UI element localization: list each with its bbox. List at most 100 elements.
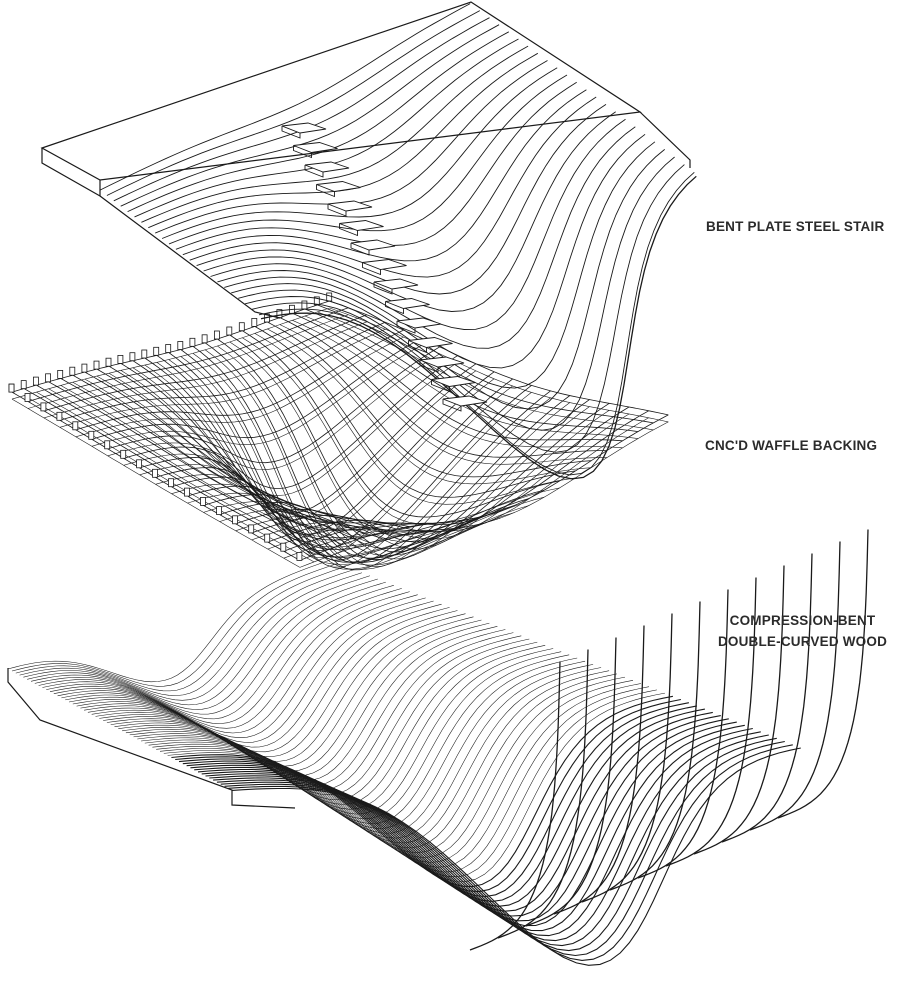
label-cnc-waffle-backing: CNC'D WAFFLE BACKING: [705, 438, 878, 453]
stair-tread: [327, 200, 373, 212]
waffle-rib-u: [317, 304, 654, 424]
waffle-rib-v-depth: [171, 385, 513, 558]
wood-strip: [65, 607, 450, 753]
waffle-rib-v: [107, 346, 441, 464]
waffle-tooth: [264, 533, 271, 543]
stair-plate-line: [175, 81, 577, 250]
wood-strip: [38, 585, 394, 720]
waffle-rib-v-depth: [59, 329, 386, 428]
stair-plate-line: [141, 45, 529, 223]
wood-strip: [72, 613, 466, 762]
stair-tread: [339, 220, 384, 231]
wood-loose-strip: [637, 589, 729, 879]
waffle-rib-v-depth: [219, 402, 571, 568]
stair-tread: [304, 161, 350, 173]
waffle-rib-v: [59, 321, 386, 421]
waffle-rib-v-depth: [123, 362, 458, 496]
label-wood-line-1: COMPRESSION-BENT: [729, 613, 876, 628]
wood-strip: [91, 629, 506, 786]
stair-plate-line: [120, 24, 500, 207]
steel-stair-layer: [40, 1, 697, 480]
label-compression-bent-wood: COMPRESSION-BENT DOUBLE-CURVED WOOD: [700, 610, 905, 652]
wood-loose-strip: [777, 529, 869, 819]
waffle-tooth: [313, 296, 320, 306]
waffle-tooth: [45, 373, 51, 383]
stair-plate-line: [196, 104, 607, 295]
waffle-tooth: [232, 515, 239, 525]
wood-strip: [15, 566, 347, 692]
waffle-rib-v-depth: [251, 410, 610, 550]
stair-plate-line: [231, 141, 656, 389]
waffle-rib-v-depth: [43, 321, 368, 419]
waffle-tooth: [117, 354, 124, 364]
waffle-rib-v-depth: [267, 413, 630, 550]
waffle-rib-v-depth: [27, 314, 349, 409]
wood-strip: [80, 619, 482, 772]
waffle-tooth: [301, 300, 308, 310]
waffle-tooth: [88, 430, 95, 440]
stair-plate-line: [168, 74, 568, 245]
waffle-tooth: [184, 487, 190, 497]
stair-right-edge: [639, 111, 691, 168]
stair-tread: [396, 317, 442, 329]
waffle-tooth: [104, 440, 111, 450]
waffle-tooth: [57, 369, 64, 379]
waffle-rib-v-depth: [235, 406, 590, 560]
waffle-rib-v: [283, 410, 649, 552]
waffle-tooth: [40, 402, 47, 412]
stair-tread: [442, 395, 488, 407]
stair-tread-riser: [442, 399, 462, 412]
stair-tread-riser: [316, 184, 335, 198]
waffle-rib-u-depth: [267, 328, 592, 485]
wood-loose-strip: [469, 661, 561, 951]
wood-strip: [23, 572, 362, 701]
wood-strip: [68, 610, 458, 757]
stair-tread-riser: [419, 360, 439, 373]
stair-plate-line: [155, 60, 548, 234]
wood-strip: [49, 594, 418, 734]
stair-tread-riser: [281, 126, 301, 139]
wood-strip: [84, 622, 490, 776]
wood-loose-strip: [665, 577, 757, 867]
waffle-tooth: [296, 552, 303, 561]
stair-plate-line: [251, 164, 685, 453]
stair-tread-riser: [373, 282, 393, 295]
stair-tread: [281, 122, 327, 134]
waffle-rib-v: [171, 378, 513, 552]
stair-tread-riser: [408, 340, 427, 354]
waffle-tooth: [238, 322, 245, 332]
stair-plate-line: [99, 3, 471, 191]
waffle-tooth: [105, 357, 112, 367]
stair-tread: [431, 376, 476, 387]
waffle-tooth: [120, 449, 127, 459]
waffle-tooth: [248, 524, 255, 534]
wood-strip: [8, 559, 331, 683]
stair-left-edge: [99, 195, 281, 319]
wood-strip: [95, 632, 514, 791]
wood-strip: [163, 689, 657, 877]
stair-tread-riser: [396, 321, 416, 334]
stair-front-edge: [260, 175, 697, 480]
wood-strip: [171, 695, 674, 888]
waffle-rib-u: [48, 381, 343, 545]
waffle-tooth: [153, 346, 160, 356]
waffle-rib-u-depth: [254, 333, 576, 505]
stair-plate-line: [244, 156, 675, 431]
waffle-rib-v: [123, 355, 459, 490]
wood-strip: [76, 616, 474, 767]
waffle-tooth: [69, 366, 76, 376]
stair-tread-riser: [304, 165, 324, 178]
waffle-tooth: [141, 349, 148, 359]
waffle-tooth: [226, 326, 233, 336]
stair-tread: [293, 142, 338, 153]
stair-tread: [385, 298, 430, 309]
wood-strip: [148, 676, 626, 858]
stair-tread-riser: [293, 145, 312, 159]
stair-plate-line: [182, 89, 587, 262]
waffle-rib-u: [254, 326, 576, 498]
double-curved-wood-layer: [7, 529, 869, 966]
stair-tread: [316, 181, 361, 192]
waffle-rib-v: [251, 402, 610, 543]
waffle-rib-v-depth: [283, 417, 649, 559]
